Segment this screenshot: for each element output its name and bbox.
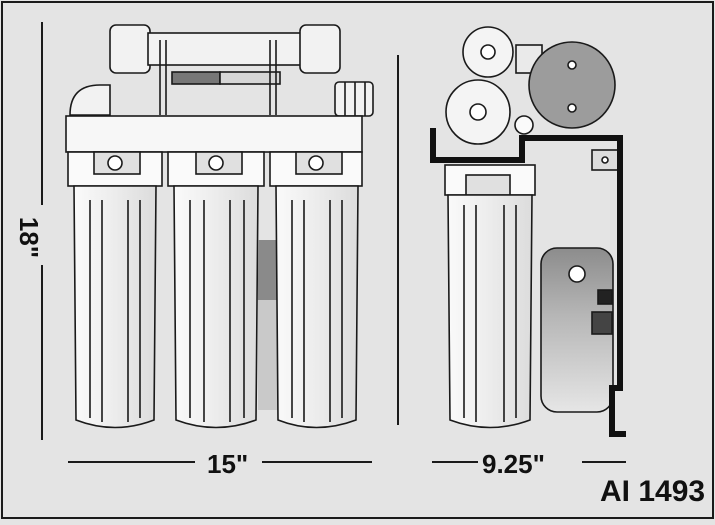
membrane-housing: [147, 32, 309, 66]
storage-tank: [540, 247, 614, 413]
fitting-right: [334, 81, 374, 117]
membrane-cap-right: [299, 24, 341, 74]
filter-canister-2: [167, 151, 280, 429]
front-width-label: 15": [207, 449, 249, 479]
membrane-end-disc: [528, 41, 616, 129]
mounting-bracket: [65, 115, 363, 153]
membrane-band-light: [219, 71, 281, 85]
model-code: AI 1493: [600, 475, 706, 508]
membrane-band: [171, 71, 221, 85]
height-label: 18": [14, 216, 45, 259]
filter-canister-1: [67, 151, 163, 429]
side-view: [444, 26, 619, 429]
wall-bracket: [430, 128, 626, 437]
filter-canister-3: [269, 151, 363, 429]
membrane-cap-left: [109, 24, 151, 74]
tubing-left: [69, 84, 111, 116]
side-canister: [447, 194, 533, 429]
front-view: [65, 24, 374, 429]
side-width-label: 9.25": [482, 449, 545, 479]
